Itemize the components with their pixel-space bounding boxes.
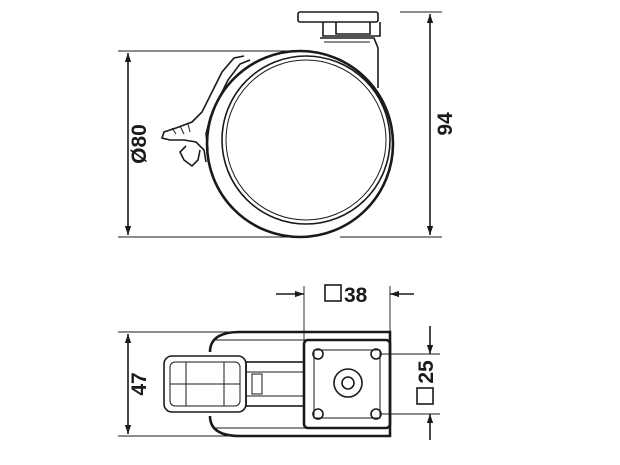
brake-lever-side [160, 55, 251, 168]
brake-linkage [245, 361, 305, 407]
brake-pedal-top [163, 355, 247, 413]
diameter-dimension: Ø80 [118, 50, 300, 238]
diameter-label: Ø80 [128, 124, 151, 164]
swivel-center-outer [333, 368, 363, 398]
wheel-outer [205, 49, 395, 239]
height-dimension: 94 [340, 11, 457, 238]
mounting-hole [312, 348, 324, 360]
square-symbol [416, 387, 434, 405]
fork-housing [320, 37, 379, 88]
mounting-plate-side [297, 11, 379, 23]
height-label: 94 [434, 112, 457, 136]
plate-width-dimension: 38 [276, 284, 414, 340]
plate-width-label: 38 [344, 284, 368, 307]
hole-spacing-dimension: 25 [380, 326, 440, 440]
total-width-dimension: 47 [118, 331, 240, 437]
side-view: Ø80 94 [118, 11, 457, 239]
mounting-hole [312, 408, 324, 420]
square-symbol [324, 284, 342, 302]
wheel-rim [221, 55, 391, 225]
top-view: 38 25 47 [118, 284, 440, 440]
swivel-stem [322, 22, 381, 37]
mounting-plate-top [302, 338, 392, 430]
total-width-label: 47 [128, 372, 151, 395]
swivel-center-inner [341, 376, 355, 390]
hole-spacing-label: 25 [415, 360, 438, 384]
